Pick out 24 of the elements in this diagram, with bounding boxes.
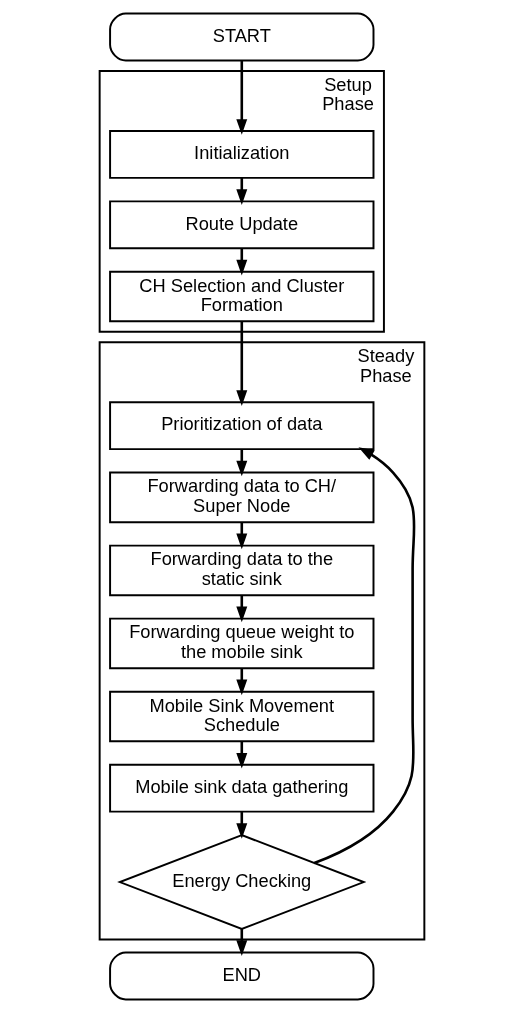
node-box: Mobile Sink Movement Schedule	[108, 690, 374, 743]
node-box: CH Selection and Cluster Formation	[108, 270, 374, 323]
arrow	[235, 595, 247, 623]
node-box: Route Update	[108, 200, 374, 250]
arrow	[235, 741, 247, 769]
node-box: Forwarding queue weight to the mobile sink	[108, 617, 374, 670]
arrow	[313, 447, 415, 865]
node-box: START	[108, 12, 374, 62]
arrow	[235, 321, 247, 406]
node-box: Initialization	[108, 129, 374, 179]
arrow	[235, 812, 247, 839]
arrow	[235, 929, 247, 957]
arrow	[235, 668, 247, 696]
arrow	[235, 61, 247, 135]
node-box: END	[108, 951, 374, 1001]
node-box: Mobile sink data gathering	[108, 763, 374, 813]
node-box: Forwarding data to CH/ Super Node	[108, 471, 374, 524]
node-diamond: Energy Checking	[116, 834, 366, 931]
node-box: Forwarding data to the static sink	[108, 544, 374, 597]
arrow	[235, 522, 247, 550]
arrow	[235, 248, 247, 276]
node-box: Prioritization of data	[108, 401, 374, 451]
arrow	[235, 177, 247, 205]
arrow	[235, 449, 247, 477]
